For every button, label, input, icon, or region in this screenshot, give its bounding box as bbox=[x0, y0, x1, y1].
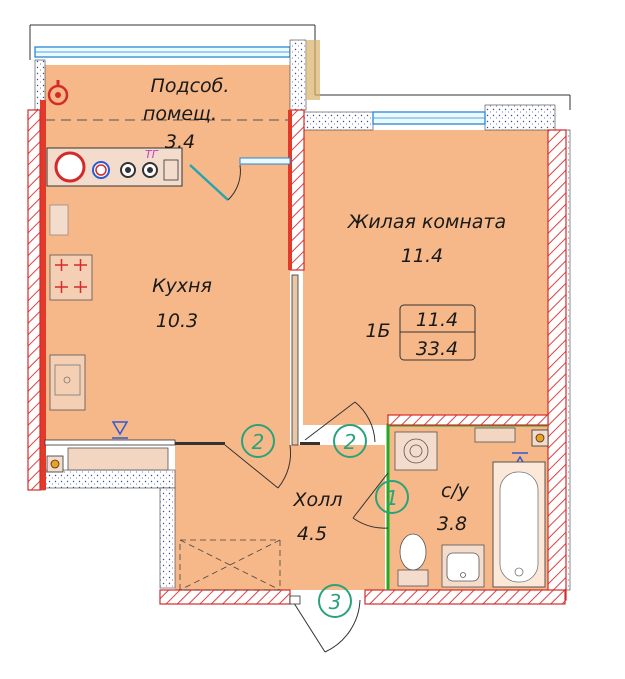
bathtub-icon bbox=[492, 461, 546, 588]
boiler-icon bbox=[47, 80, 69, 106]
svg-text:1: 1 bbox=[386, 486, 399, 510]
utility-name-line1: Подсоб. bbox=[151, 75, 230, 97]
apartment-living-area: 11.4 bbox=[416, 309, 458, 331]
partition-wall bbox=[291, 274, 299, 446]
door-marker-kitchen: 2 bbox=[241, 424, 275, 458]
svg-text:2: 2 bbox=[344, 430, 357, 454]
top-right-insulation bbox=[289, 39, 307, 111]
kitchen-radiator bbox=[67, 447, 169, 471]
cooktop-icon bbox=[49, 254, 93, 301]
left-red-wall bbox=[40, 100, 46, 490]
svg-text:3: 3 bbox=[329, 590, 342, 614]
bathroom-sink-icon bbox=[441, 544, 485, 588]
door-marker-entrance: 3 bbox=[318, 584, 352, 618]
hall-area: 4.5 bbox=[297, 523, 327, 545]
apartment-badge: 1Б 11.4 33.4 bbox=[365, 304, 476, 361]
bathroom-riser-icon bbox=[531, 429, 549, 447]
bathroom-name: с/у bbox=[441, 480, 470, 502]
toilet-icon bbox=[397, 533, 429, 587]
washing-machine-icon bbox=[394, 431, 438, 471]
bottom-hatched-wall bbox=[159, 589, 291, 605]
bathroom-area: 3.8 bbox=[437, 513, 467, 535]
utility-name-line2: помещ. bbox=[143, 103, 217, 125]
living-name: Жилая комната bbox=[347, 211, 506, 233]
bathroom-door[interactable] bbox=[352, 472, 389, 529]
entrance-door[interactable] bbox=[289, 595, 361, 653]
utility-room-floor bbox=[45, 65, 290, 145]
kitchen-counter bbox=[49, 204, 69, 236]
kitchen-name: Кухня bbox=[152, 275, 212, 297]
utility-area: 3.4 bbox=[165, 131, 195, 153]
stove-unit-icon bbox=[46, 147, 183, 187]
living-room-floor bbox=[303, 130, 548, 425]
gas-label: ТГ bbox=[145, 148, 159, 161]
bathroom-radiator bbox=[474, 427, 516, 443]
kitchen-sink-icon bbox=[49, 354, 86, 411]
right-hatched-wall bbox=[547, 129, 567, 601]
apartment-total-area: 33.4 bbox=[416, 338, 458, 360]
hall-storage bbox=[179, 539, 281, 591]
kitchen-door[interactable] bbox=[224, 444, 292, 489]
level-marker-kitchen bbox=[111, 421, 129, 439]
living-area: 11.4 bbox=[401, 245, 443, 267]
door-marker-living: 2 bbox=[333, 424, 367, 458]
kitchen-riser-icon bbox=[46, 455, 64, 473]
living-door[interactable] bbox=[304, 401, 376, 443]
utility-door[interactable] bbox=[189, 157, 291, 201]
apartment-type: 1Б bbox=[365, 320, 390, 342]
hall-name: Холл bbox=[293, 489, 343, 511]
door-marker-bathroom: 1 bbox=[375, 480, 409, 514]
kitchen-area: 10.3 bbox=[156, 310, 198, 332]
svg-text:2: 2 bbox=[252, 430, 265, 454]
